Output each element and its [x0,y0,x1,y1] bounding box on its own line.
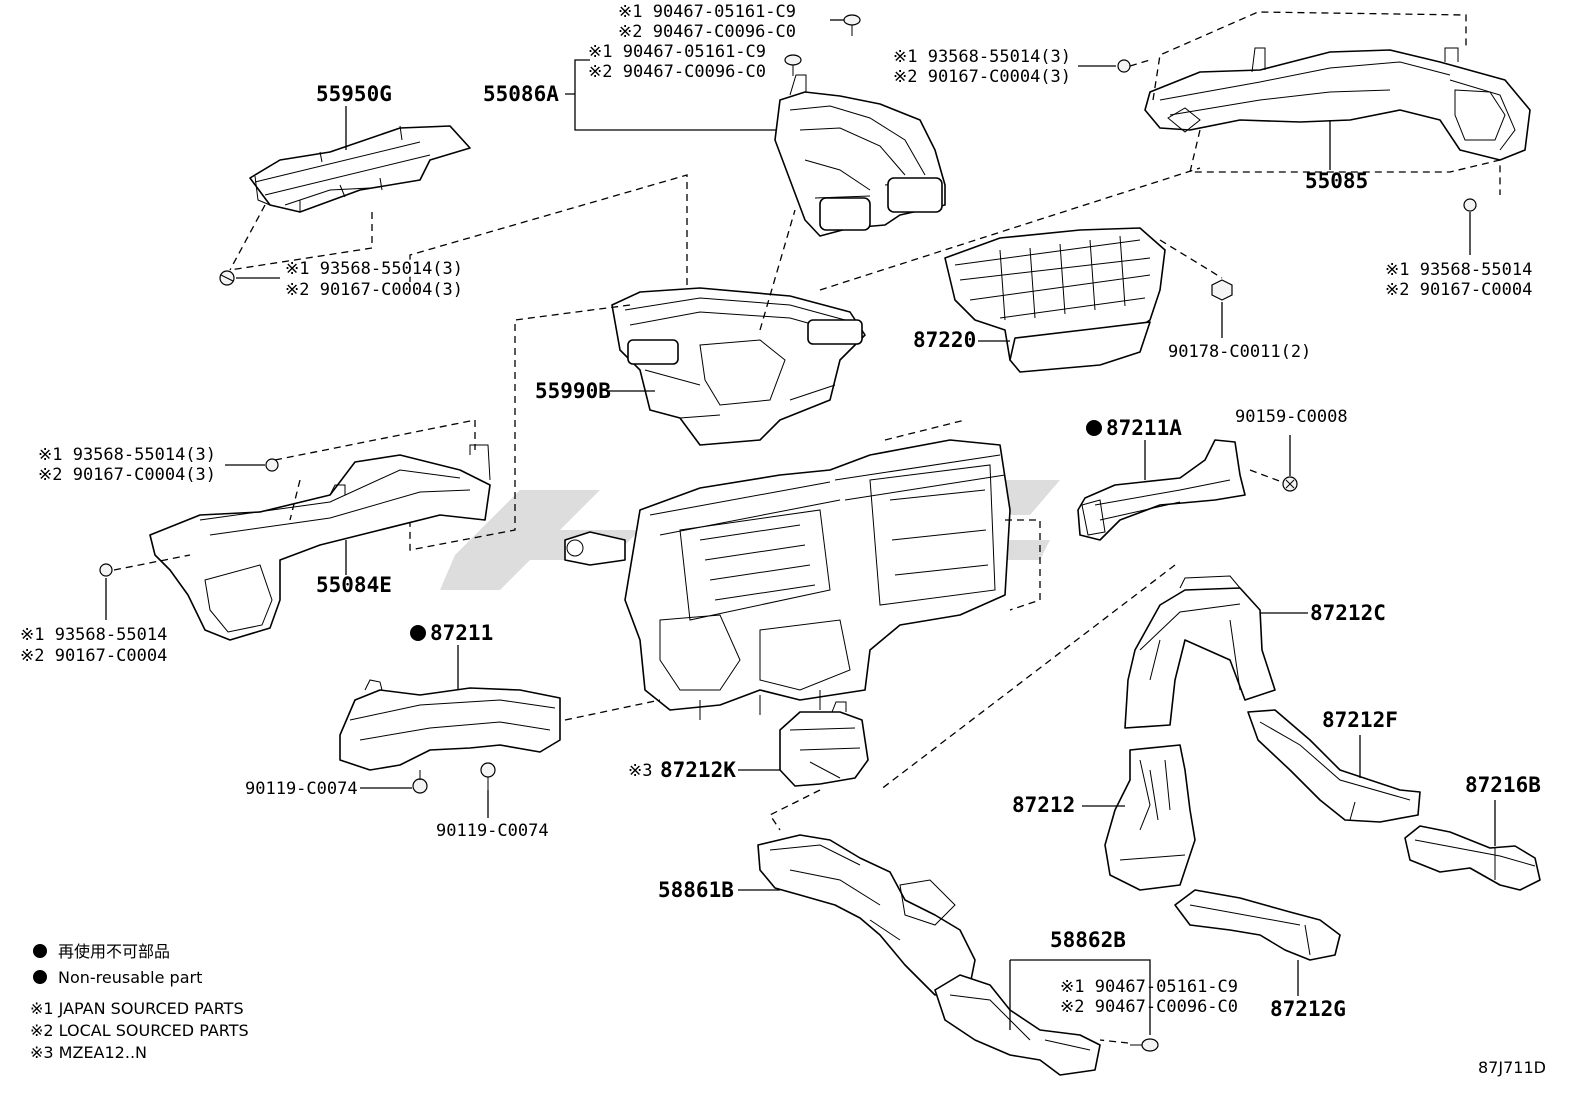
fastener-93568-55014-3-b: ※1 93568-55014(3) [893,47,1071,67]
clip-55950g [219,270,235,286]
screw-90119-b [480,762,496,790]
label-87212f: 87212F [1322,708,1398,732]
fastener-90467-c0096-c0-c: ※2 90467-C0096-C0 [1060,997,1238,1017]
fastener-90167-c0004-3-c: ※2 90167-C0004(3) [38,465,216,485]
label-55085: 55085 [1305,169,1368,193]
label-55084e: 55084E [316,573,392,597]
part-87212c-duct[interactable] [1124,575,1276,729]
fastener-90467-05161-c9-a: ※1 90467-05161-C9 [618,2,796,22]
fastener-90467-c0096-c0-a: ※2 90467-C0096-C0 [618,22,796,42]
legend-note-3: ※3 MZEA12..N [30,1043,147,1062]
label-87212k-prefix: ※3 [628,761,652,781]
non-reusable-marker-87211a [1086,420,1102,436]
fastener-93568-55014-3-a: ※1 93568-55014(3) [285,259,463,279]
label-87212k: 87212K [660,758,736,782]
label-87216b: 87216B [1465,773,1541,797]
part-87211a-duct[interactable] [1077,439,1246,541]
fastener-93568-55014-b: ※1 93568-55014 [20,625,167,645]
part-55084e-duct[interactable] [149,444,491,641]
part-55085-duct[interactable] [1144,47,1531,161]
nut-90178 [1211,279,1233,301]
part-87216b-duct[interactable] [1404,825,1541,891]
part-87220-filter-case[interactable] [944,227,1166,373]
legend-note-1: ※1 JAPAN SOURCED PARTS [30,999,244,1018]
fastener-90178-c0011-2: 90178-C0011(2) [1168,342,1311,362]
clip-55085-upper [1117,59,1131,73]
part-58861b-duct[interactable] [757,834,976,996]
fastener-90167-c0004-a: ※2 90167-C0004 [1385,280,1532,300]
legend-marker-jp [33,944,47,958]
part-55086a-duct[interactable] [774,74,946,237]
clip-55084e-lower [99,563,113,577]
part-87212g-duct[interactable] [1174,889,1341,961]
legend-non-reusable-en: Non-reusable part [58,968,202,987]
part-87212f-duct[interactable] [1247,709,1421,823]
label-87211a: 87211A [1106,416,1182,440]
clip-55085-lower [1463,198,1477,212]
fastener-90467-c0096-c0-b: ※2 90467-C0096-C0 [588,62,766,82]
screw-90159 [1282,476,1298,492]
part-87211-duct[interactable] [339,679,561,771]
fastener-90167-c0004-b: ※2 90167-C0004 [20,646,167,666]
fastener-90119-c0074-b: 90119-C0074 [436,821,549,841]
label-55990b: 55990B [535,379,611,403]
fastener-90119-c0074-a: 90119-C0074 [245,779,358,799]
label-58861b: 58861B [658,878,734,902]
label-58862b: 58862B [1050,928,1126,952]
fastener-90467-05161-c9-c: ※1 90467-05161-C9 [1060,977,1238,997]
legend-non-reusable-jp: 再使用不可部品 [58,942,170,961]
fastener-93568-55014-3-c: ※1 93568-55014(3) [38,445,216,465]
fastener-90167-c0004-3-b: ※2 90167-C0004(3) [893,67,1071,87]
part-87212k-duct[interactable] [779,701,869,787]
label-55086a: 55086A [483,82,559,106]
legend-marker-en [33,970,47,984]
clip-55086a-lower [784,54,802,76]
label-87220: 87220 [913,328,976,352]
label-87211: 87211 [430,621,493,645]
clip-55086a-upper [843,14,861,36]
legend: 再使用不可部品 Non-reusable part ※1 JAPAN SOURC… [30,942,249,1062]
label-87212c: 87212C [1310,601,1386,625]
screw-90119-a [412,770,428,794]
legend-note-2: ※2 LOCAL SOURCED PARTS [30,1021,249,1040]
fastener-90467-05161-c9-b: ※1 90467-05161-C9 [588,42,766,62]
label-87212g: 87212G [1270,997,1346,1021]
label-87212: 87212 [1012,793,1075,817]
fastener-93568-55014-a: ※1 93568-55014 [1385,260,1532,280]
clip-55084e-upper [265,458,279,472]
non-reusable-marker-87211 [410,625,426,641]
part-55950g-panel[interactable] [249,125,471,213]
part-87212-duct[interactable] [1104,744,1196,891]
diagram-code: 87J711D [1478,1058,1546,1077]
clip-58862b [1130,1038,1159,1052]
part-hvac-unit-assembly [564,439,1011,720]
part-55990b-housing[interactable] [611,287,866,446]
part-58862b-duct[interactable] [934,974,1101,1076]
fastener-90167-c0004-3-a: ※2 90167-C0004(3) [285,280,463,300]
label-55950g: 55950G [316,82,392,106]
fastener-90159-c0008: 90159-C0008 [1235,407,1348,427]
